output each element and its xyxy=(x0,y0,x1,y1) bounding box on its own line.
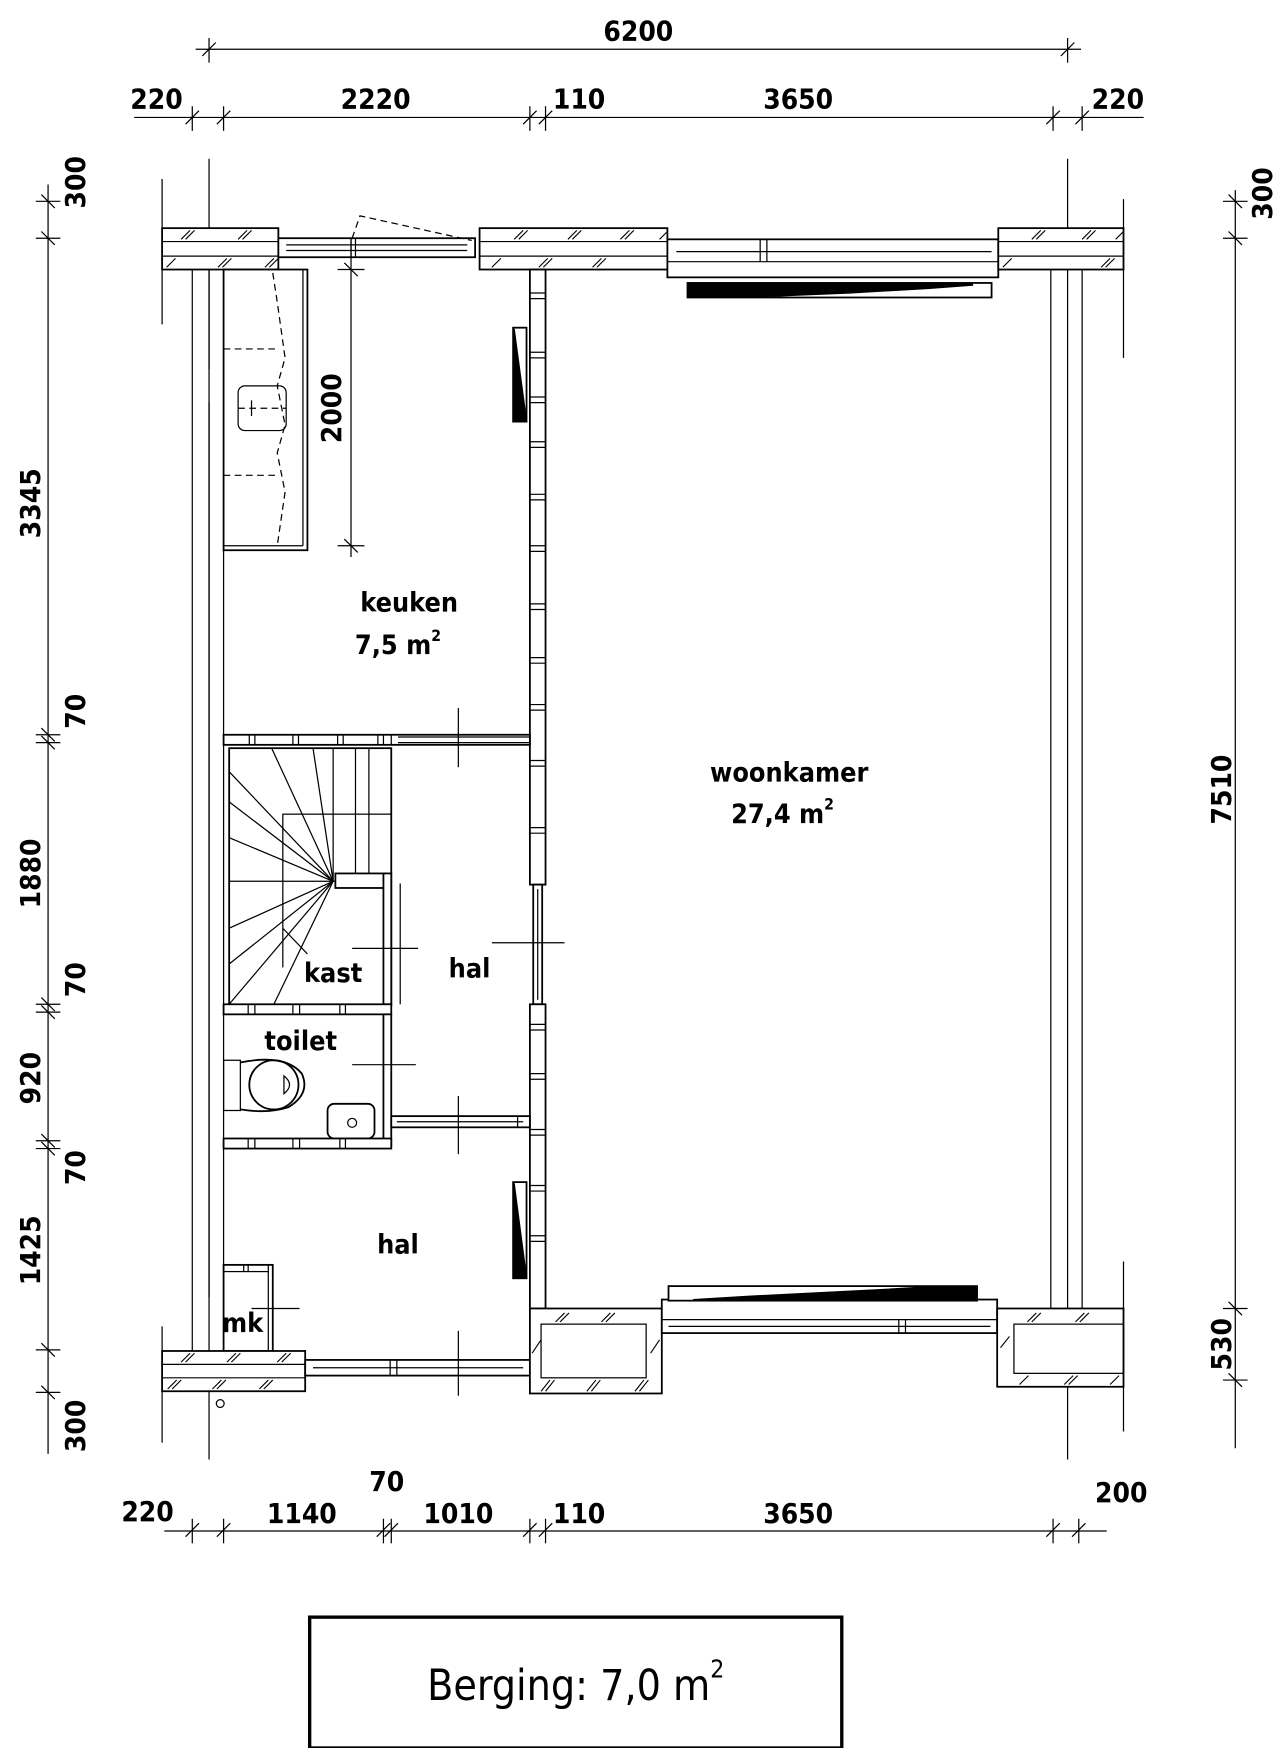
storage-caption: Berging: 7,0 m2 xyxy=(307,1615,844,1748)
staircase xyxy=(228,747,419,1007)
kitchen-counter xyxy=(222,268,309,552)
dim-bottom-5: 110 xyxy=(553,1497,605,1530)
room-woonkamer-area: 27,4 m2 xyxy=(731,795,834,830)
caption-text: Berging: 7,0 m2 xyxy=(427,1655,724,1711)
bottom-wall xyxy=(161,1298,1125,1409)
window-sill-top xyxy=(686,282,993,299)
dim-top-overall: 6200 xyxy=(603,14,673,47)
dim-right-2: 7510 xyxy=(1205,755,1238,825)
dim-top-5: 220 xyxy=(1092,82,1144,115)
dim-top-1: 220 xyxy=(130,82,182,115)
dim-left-9: 300 xyxy=(59,1400,92,1452)
top-dimensions: 6200 220 2220 110 3650 220 xyxy=(130,14,1144,131)
dim-left-6: 920 xyxy=(14,1052,47,1104)
dim-bottom-2: 1140 xyxy=(267,1497,337,1530)
left-wall xyxy=(191,269,225,1351)
dim-right-3: 530 xyxy=(1205,1318,1238,1370)
dim-top-4: 3650 xyxy=(763,82,833,115)
dim-bottom-6: 3650 xyxy=(763,1497,833,1530)
counter-dimension: 2000 xyxy=(315,238,365,557)
right-wall xyxy=(1050,269,1083,1311)
hall-door-mid xyxy=(390,1095,531,1155)
dim-right-1: 300 xyxy=(1246,167,1279,219)
central-partition xyxy=(491,268,565,1310)
dim-left-2: 3345 xyxy=(14,468,47,538)
dim-left-3: 70 xyxy=(59,694,92,729)
toilet-top-wall xyxy=(222,1003,393,1016)
dim-top-2: 2220 xyxy=(341,82,411,115)
window-sill-bottom xyxy=(667,1285,978,1302)
dim-left-5: 70 xyxy=(59,962,92,997)
dim-bottom-1: 220 xyxy=(121,1495,173,1528)
room-keuken-area: 7,5 m2 xyxy=(355,626,441,661)
room-labels: keuken 7,5 m2 woonkamer 27,4 m2 hal kast… xyxy=(222,588,869,1339)
dim-left-8: 1425 xyxy=(14,1215,47,1285)
left-dimensions: 300 3345 70 1880 70 920 70 1425 300 xyxy=(14,156,92,1454)
dim-bottom-4: 1010 xyxy=(423,1497,493,1530)
dim-bottom-7: 200 xyxy=(1095,1476,1147,1509)
room-hal-upper: hal xyxy=(449,953,491,984)
room-hal-lower: hal xyxy=(377,1230,419,1261)
room-woonkamer-name: woonkamer xyxy=(710,758,868,789)
room-kast: kast xyxy=(304,958,362,989)
dim-left-4: 1880 xyxy=(14,838,47,908)
toilet-room xyxy=(222,1013,416,1150)
room-toilet: toilet xyxy=(264,1026,337,1057)
top-wall xyxy=(161,215,1125,279)
dim-left-1: 300 xyxy=(59,156,92,208)
dim-top-3: 110 xyxy=(553,82,605,115)
kitchen-hall-wall xyxy=(222,707,531,768)
right-dimensions: 300 7510 530 xyxy=(1205,167,1279,1449)
dim-counter: 2000 xyxy=(315,373,348,443)
room-mk: mk xyxy=(222,1308,264,1339)
dim-left-7: 70 xyxy=(59,1150,92,1185)
dim-bottom-3: 70 xyxy=(369,1465,404,1498)
bottom-dimensions: 220 1140 70 1010 110 3650 200 xyxy=(121,1465,1147,1544)
room-keuken-name: keuken xyxy=(360,588,458,619)
meter-cupboard xyxy=(222,1263,300,1352)
